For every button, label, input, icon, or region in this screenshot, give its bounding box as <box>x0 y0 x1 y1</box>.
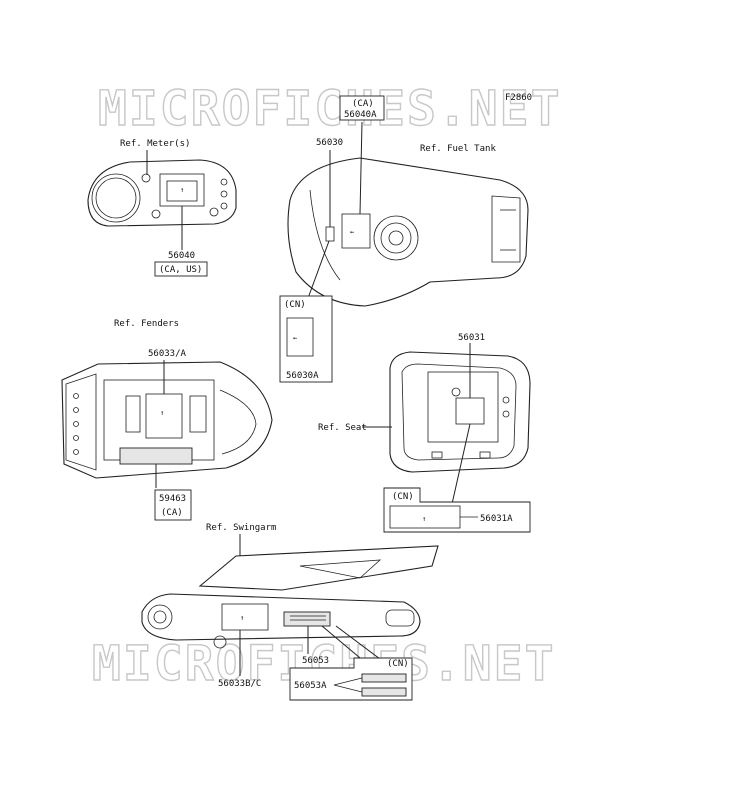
svg-text:←: ← <box>293 334 297 342</box>
svg-text:←: ← <box>350 228 354 236</box>
part-56033-label: 56033/A <box>148 349 187 359</box>
part-56030-label: 56030 <box>316 138 343 148</box>
ref-seat-label: Ref. Seat <box>318 423 367 433</box>
part-56040a-box <box>339 95 385 121</box>
part-59463-box <box>154 489 192 521</box>
part-56040-label: 56040 <box>168 251 195 261</box>
svg-text:↑: ↑ <box>180 186 184 194</box>
svg-text:↑: ↑ <box>240 614 244 622</box>
figure-id: F2860 <box>505 93 532 103</box>
part-56031-label: 56031 <box>458 333 485 343</box>
ref-swingarm-label: Ref. Swingarm <box>206 523 276 533</box>
part-56030a-box <box>279 295 333 383</box>
swingarm-illustration: ↑ <box>141 545 439 649</box>
part-56031a-box <box>383 487 531 533</box>
meter-illustration: ↑ <box>87 159 237 227</box>
ref-fenders-label: Ref. Fenders <box>114 319 179 329</box>
part-56040-region-box <box>154 261 208 277</box>
part-56030a-region: (CN) <box>284 300 306 310</box>
svg-text:↑: ↑ <box>422 515 426 523</box>
part-56053-label: 56053 <box>302 656 329 666</box>
fender-illustration: ↑ <box>61 361 273 479</box>
ref-fuel-tank-label: Ref. Fuel Tank <box>420 144 496 154</box>
part-56040-region: (CA, US) <box>159 265 202 275</box>
seat-illustration <box>389 351 531 473</box>
part-56031a-region: (CN) <box>392 492 414 502</box>
part-56040a-label: 56040A <box>344 110 377 120</box>
part-59463-region: (CA) <box>161 508 183 518</box>
part-56040a-region: (CA) <box>352 99 374 109</box>
part-56053a-region: (CN) <box>387 659 409 669</box>
part-56030a-label: 56030A <box>286 371 319 381</box>
part-56053a-label: 56053A <box>294 681 327 691</box>
watermark-top: MICROFICHES.NET <box>98 81 561 137</box>
part-56033bc-label: 56033B/C <box>218 679 261 689</box>
part-59463-label: 59463 <box>159 494 186 504</box>
part-56031a-label: 56031A <box>480 514 513 524</box>
svg-text:↑: ↑ <box>160 409 164 417</box>
fuel-tank-illustration: ← <box>287 157 529 307</box>
ref-meter-label: Ref. Meter(s) <box>120 139 190 149</box>
